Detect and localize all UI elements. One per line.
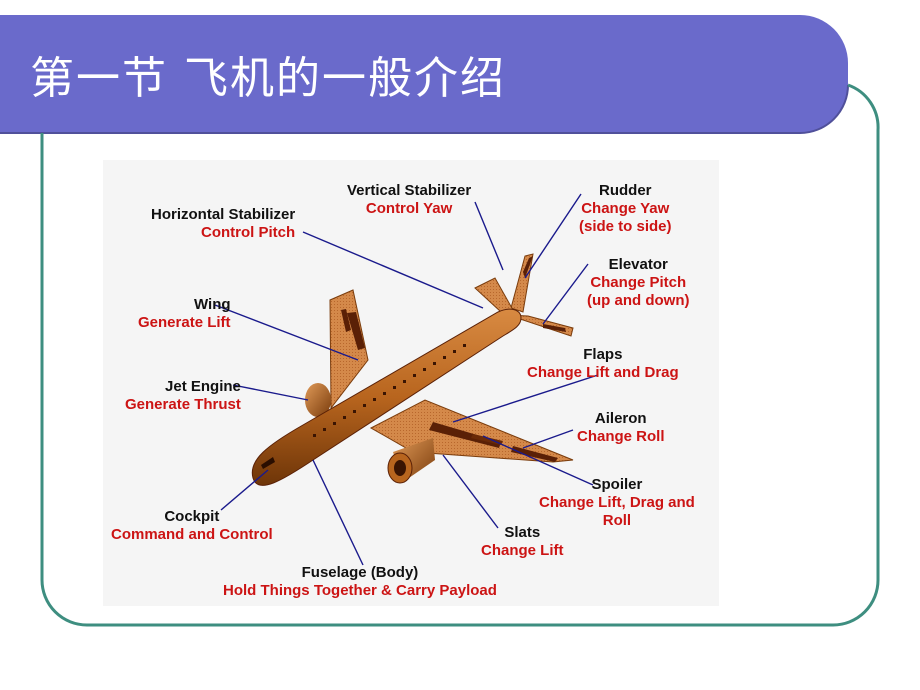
far-wing-aileron bbox=[341, 309, 351, 332]
slide-title: 第一节 飞机的一般介绍 bbox=[30, 53, 506, 104]
airplane-diagram: Horizontal Stabilizer Control Pitch Vert… bbox=[103, 160, 719, 606]
label-jet-engine: Jet Engine Generate Thrust bbox=[125, 378, 241, 414]
near-wing-flap bbox=[429, 422, 501, 448]
label-vertical-stabilizer: Vertical Stabilizer Control Yaw bbox=[347, 182, 471, 218]
wing-function: Generate Lift bbox=[138, 314, 231, 331]
cockpit-window bbox=[261, 457, 275, 469]
horizontal-stabilizer-function: Control Pitch bbox=[201, 224, 296, 241]
rudder-surface bbox=[523, 256, 533, 278]
frame-border bbox=[40, 83, 880, 627]
spoiler-function: Change Lift, Drag and bbox=[539, 494, 695, 511]
jet-engine-name: Jet Engine bbox=[165, 378, 241, 395]
rudder-function-detail: (side to side) bbox=[579, 218, 672, 235]
rudder-name: Rudder bbox=[599, 182, 652, 199]
far-engine bbox=[305, 383, 331, 417]
label-flaps: Flaps Change Lift and Drag bbox=[527, 346, 679, 382]
flaps-name: Flaps bbox=[583, 346, 623, 363]
elevator-surface bbox=[543, 324, 566, 332]
elevator-function-detail: (up and down) bbox=[587, 292, 690, 309]
aileron-name: Aileron bbox=[594, 410, 647, 427]
cockpit-function: Command and Control bbox=[111, 526, 273, 543]
far-wing-flap bbox=[347, 312, 365, 350]
spoiler-function-detail: Roll bbox=[602, 512, 632, 529]
airplane-illustration bbox=[214, 193, 599, 566]
label-cockpit: Cockpit Command and Control bbox=[111, 508, 273, 544]
header-shadow bbox=[0, 84, 849, 134]
near-wing-spoiler bbox=[471, 434, 503, 445]
near-engine-inner bbox=[394, 460, 406, 476]
elevator-name: Elevator bbox=[608, 256, 668, 273]
fuselage-windows bbox=[313, 344, 466, 437]
fuselage-function: Hold Things Together & Carry Payload bbox=[223, 582, 497, 599]
near-wing-aileron bbox=[511, 446, 558, 462]
jet-engine-function: Generate Thrust bbox=[125, 396, 241, 413]
elevator-function: Change Pitch bbox=[590, 274, 687, 291]
vertical-stabilizer-name: Vertical Stabilizer bbox=[347, 182, 472, 199]
header-band bbox=[0, 15, 848, 133]
far-wing bbox=[329, 289, 369, 410]
wing-name: Wing bbox=[194, 296, 231, 313]
slats-name: Slats bbox=[504, 524, 541, 541]
horizontal-stabilizer-name: Horizontal Stabilizer bbox=[151, 206, 296, 223]
label-horizontal-stabilizer: Horizontal Stabilizer Control Pitch bbox=[151, 206, 295, 242]
label-slats: Slats Change Lift bbox=[481, 524, 564, 560]
leader-lines bbox=[214, 193, 599, 566]
rudder-function: Change Yaw bbox=[581, 200, 670, 217]
label-fuselage: Fuselage (Body) Hold Things Together & C… bbox=[223, 564, 497, 600]
slats-function: Change Lift bbox=[481, 542, 564, 559]
spoiler-name: Spoiler bbox=[591, 476, 643, 493]
label-spoiler: Spoiler Change Lift, Drag and Roll bbox=[539, 476, 695, 530]
label-wing: Wing Generate Lift bbox=[138, 296, 231, 332]
vertical-stabilizer-function: Control Yaw bbox=[365, 200, 453, 217]
label-elevator: Elevator Change Pitch (up and down) bbox=[587, 256, 689, 310]
fuselage bbox=[251, 308, 522, 486]
flaps-function: Change Lift and Drag bbox=[527, 364, 679, 381]
label-aileron: Aileron Change Roll bbox=[577, 410, 665, 446]
cockpit-name: Cockpit bbox=[164, 508, 220, 525]
fuselage-name: Fuselage (Body) bbox=[301, 564, 419, 581]
aileron-function: Change Roll bbox=[577, 428, 665, 445]
label-rudder: Rudder Change Yaw (side to side) bbox=[579, 182, 672, 236]
